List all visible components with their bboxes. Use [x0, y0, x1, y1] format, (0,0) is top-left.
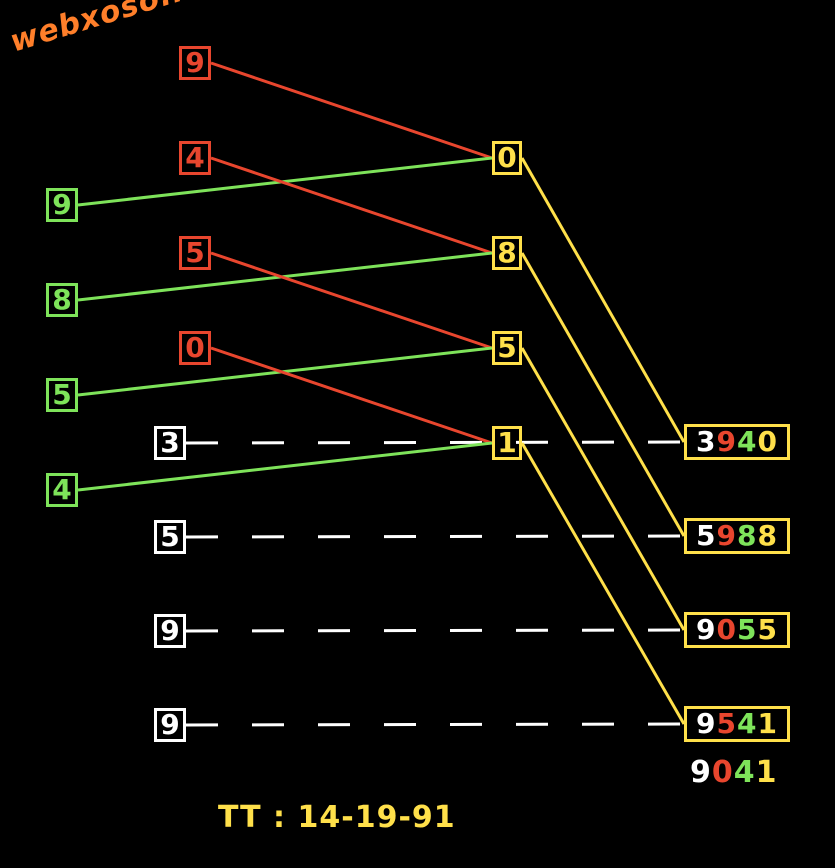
footer-caption: TT : 14-19-91: [218, 800, 456, 835]
result-digit: 4: [737, 707, 758, 740]
white-dashed-line: [185, 534, 685, 539]
bottom-result-digit: 9: [690, 755, 712, 790]
white-dashed-line: [185, 440, 685, 445]
green-digit-box: 9: [46, 188, 78, 222]
red-link-line: [210, 346, 493, 445]
bottom-result-digit: 0: [711, 755, 734, 790]
green-digit-box: 5: [46, 378, 78, 412]
yellow-link-line: [520, 442, 686, 725]
white-dashed-line: [185, 628, 685, 633]
bottom-result-digit: 4: [733, 755, 756, 790]
red-link-line: [210, 251, 493, 350]
red-digit-box: 9: [179, 46, 211, 80]
bottom-result: 9041: [690, 755, 778, 790]
result-digit: 5: [716, 707, 737, 740]
yellow-link-line: [520, 347, 686, 631]
result-digit: 1: [757, 707, 778, 740]
footer-label: TT :: [218, 800, 287, 835]
red-link-line: [210, 61, 493, 160]
yellow-link-line: [520, 157, 686, 443]
green-digit-box: 4: [46, 473, 78, 507]
result-digit: 0: [716, 613, 737, 646]
green-link-line: [77, 441, 493, 492]
result-digit: 5: [696, 519, 717, 552]
green-digit-box: 8: [46, 283, 78, 317]
result-digit: 8: [757, 519, 778, 552]
result-digit: 5: [757, 613, 778, 646]
result-digit: 5: [737, 613, 758, 646]
result-digit: 9: [696, 707, 717, 740]
red-link-line: [210, 156, 493, 255]
red-digit-box: 0: [179, 331, 211, 365]
result-digit: 3: [696, 425, 717, 458]
result-digit: 9: [716, 425, 737, 458]
middle-digit-box: 5: [492, 331, 522, 365]
result-digit: 8: [737, 519, 758, 552]
white-dashed-line: [185, 722, 685, 727]
result-digit: 9: [696, 613, 717, 646]
middle-digit-box: 1: [492, 426, 522, 460]
bottom-result-digit: 1: [755, 755, 778, 790]
result-digit: 9: [716, 519, 737, 552]
red-digit-box: 5: [179, 236, 211, 270]
yellow-link-line: [520, 252, 686, 537]
footer-value: 14-19-91: [297, 800, 456, 835]
middle-digit-box: 8: [492, 236, 522, 270]
white-digit-box: 9: [154, 614, 186, 648]
white-digit-box: 9: [154, 708, 186, 742]
red-digit-box: 4: [179, 141, 211, 175]
middle-digit-box: 0: [492, 141, 522, 175]
result-digit: 0: [757, 425, 778, 458]
white-digit-box: 5: [154, 520, 186, 554]
result-digit: 4: [737, 425, 758, 458]
white-digit-box: 3: [154, 426, 186, 460]
